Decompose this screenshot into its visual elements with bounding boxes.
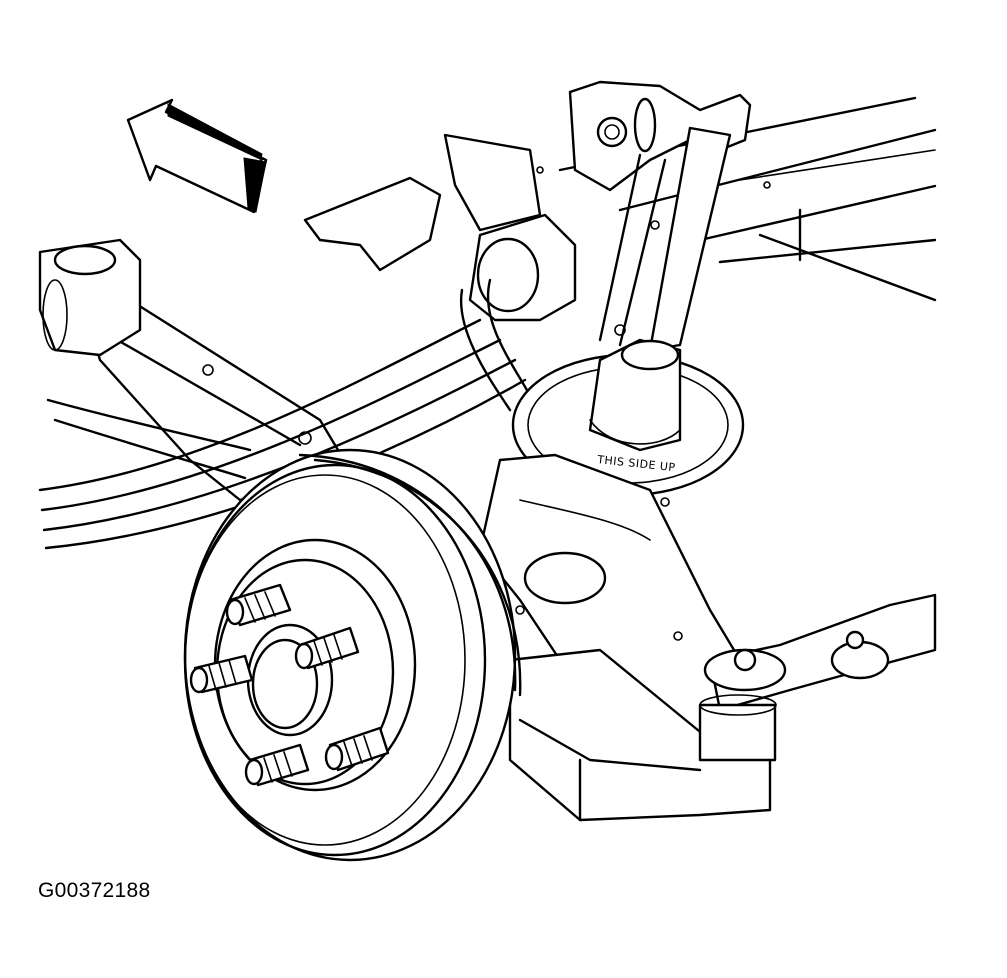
stabilizer-bar	[459, 213, 577, 412]
forward-arrow-icon	[126, 98, 268, 214]
upper-control-arm	[598, 126, 732, 352]
tie-rod-end	[698, 593, 937, 762]
wheel-stud	[294, 626, 360, 670]
wheel-stud	[225, 583, 292, 627]
wheel-stud	[189, 654, 254, 694]
crossmember-bracket	[303, 133, 542, 272]
spring-member	[38, 318, 527, 550]
upper-mount-bracket	[568, 80, 752, 192]
figure-id-label: G00372188	[38, 879, 151, 902]
knuckle-base	[508, 648, 772, 822]
bushing-left	[38, 238, 142, 357]
wheel-stud	[324, 726, 390, 772]
wheel-studs	[189, 583, 390, 787]
wheel-stud	[244, 743, 310, 787]
fasteners	[202, 166, 771, 615]
